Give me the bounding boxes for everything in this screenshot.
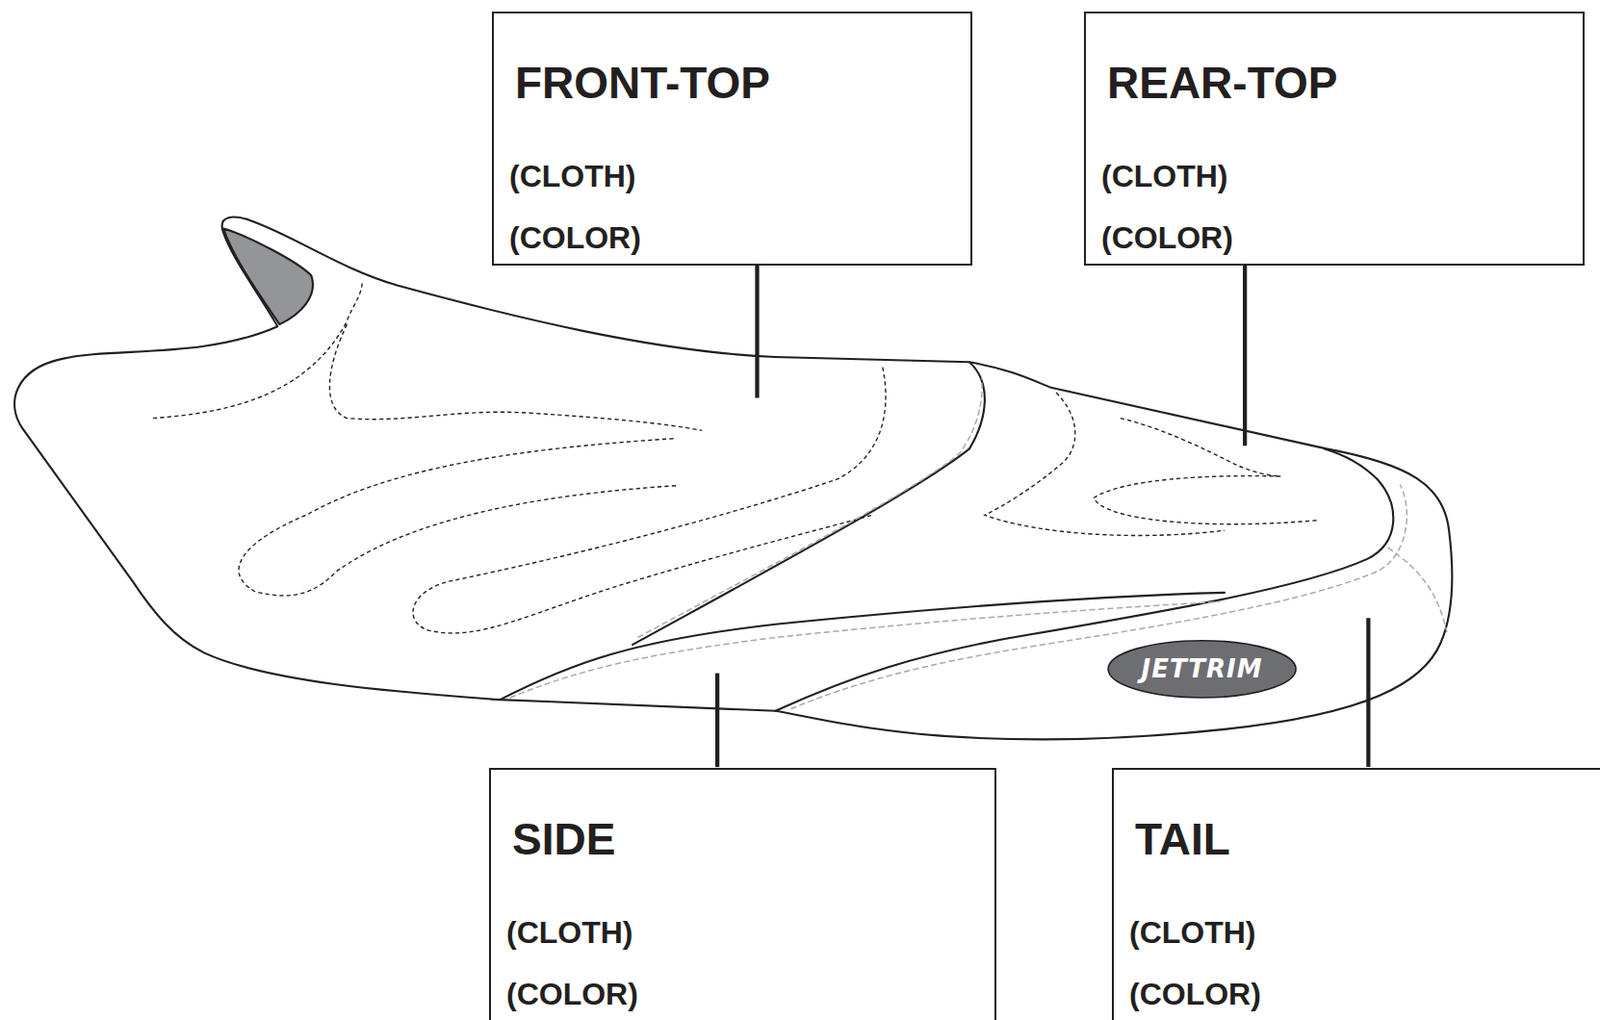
field-label: (COLOR) [506, 975, 980, 1014]
stitching [984, 392, 1225, 536]
stitching [1120, 418, 1281, 477]
logo-text: JETTRIM [1141, 654, 1264, 684]
stitching [1388, 547, 1447, 633]
field-label: (COLOR) [1129, 975, 1600, 1014]
logo-badge [1108, 641, 1296, 698]
stitching [637, 377, 982, 638]
stitching [412, 367, 886, 634]
callout-box: TAIL (CLOTH) (COLOR) [1111, 768, 1600, 1020]
field-label: (COLOR) [1101, 218, 1568, 258]
leader-line [1242, 265, 1247, 447]
leader-line [754, 265, 759, 399]
box-heading: TAIL [1129, 814, 1600, 865]
callout-box: FRONT-TOP (CLOTH) (COLOR) [491, 11, 973, 266]
leader-line [715, 673, 720, 769]
box-heading: SIDE [506, 814, 980, 865]
field-label: (CLOTH) [509, 156, 955, 196]
stitching [238, 438, 679, 596]
box-heading: REAR-TOP [1101, 57, 1568, 108]
field-label: (CLOTH) [506, 913, 980, 953]
field-label: (CLOTH) [1129, 913, 1600, 953]
tail-seam [775, 448, 1394, 711]
leader-line [1366, 618, 1370, 768]
callout-box: REAR-TOP (CLOTH) (COLOR) [1083, 11, 1585, 266]
stitching [790, 485, 1407, 710]
handle-insert [223, 228, 313, 325]
stitching [1093, 476, 1318, 525]
callout-box: SIDE (CLOTH) (COLOR) [489, 768, 997, 1020]
stitching [153, 281, 362, 419]
field-label: (CLOTH) [1101, 156, 1568, 196]
seat-outline [14, 217, 1452, 741]
stitching [329, 324, 702, 431]
front-top-seam [632, 361, 985, 646]
field-label: (COLOR) [509, 218, 955, 258]
box-heading: FRONT-TOP [509, 57, 955, 108]
